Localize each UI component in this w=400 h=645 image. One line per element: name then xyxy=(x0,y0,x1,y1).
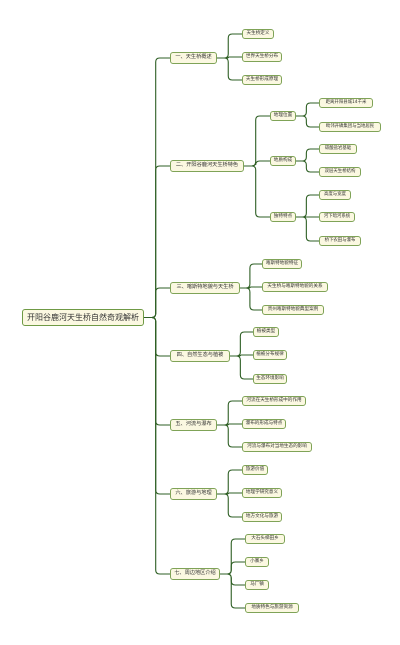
topic-2-1[interactable]: 地理位置 xyxy=(270,111,296,121)
connector-topic-2-3 xyxy=(244,165,270,218)
topic-4-2[interactable]: 植被分布规律 xyxy=(253,350,287,360)
topic-6-1[interactable]: 旅游价值 xyxy=(242,465,268,475)
connector-topic-1-2 xyxy=(217,56,242,59)
connector-topic-7-2 xyxy=(220,561,245,575)
connector-topic-6-1 xyxy=(217,469,242,495)
topic-5-2[interactable]: 瀑布的形成与特点 xyxy=(242,419,286,429)
topic-1-2[interactable]: 世界天生桥分布 xyxy=(242,52,282,62)
connector-topic-5-3 xyxy=(217,424,242,448)
connector-topic-2-1-2 xyxy=(296,115,319,128)
connector-topic-2-3-1 xyxy=(296,194,319,218)
topic-2-2-1[interactable]: 碳酸盐岩基础 xyxy=(319,144,357,154)
connector-topic-2-2-1 xyxy=(296,148,319,162)
topic-2-3-2[interactable]: 河下暗河系统 xyxy=(319,212,355,222)
topic-2-3[interactable]: 独特特点 xyxy=(270,212,296,222)
topic-2-1-2[interactable]: 毗邻开磷集团与当地居民 xyxy=(319,122,381,132)
topic-6-2[interactable]: 地理学研究意义 xyxy=(242,488,282,498)
topic-3-1[interactable]: 喀斯特地貌特征 xyxy=(262,259,302,269)
topic-7-2[interactable]: 小寨乡 xyxy=(245,557,269,567)
connector-branch-7-surroundings xyxy=(144,316,170,575)
topic-5-1[interactable]: 河流在天生桥形成中的作用 xyxy=(242,396,306,406)
topic-7-4[interactable]: 地质特色与旅游资源 xyxy=(245,603,299,613)
connector-topic-2-2-2 xyxy=(296,160,319,173)
topic-2-1-1[interactable]: 距离开阳县城14千米 xyxy=(319,98,373,108)
topic-2-3-1[interactable]: 高度与宽度 xyxy=(319,190,351,200)
branch-4-ecology[interactable]: 四、自然生态与植被 xyxy=(170,350,230,362)
connector-topic-6-3 xyxy=(217,493,242,518)
topic-2-3-3[interactable]: 桥下农田与瀑布 xyxy=(319,236,361,246)
topic-5-3[interactable]: 河流与瀑布对当地生态的影响 xyxy=(242,442,312,452)
topic-4-1[interactable]: 植被类型 xyxy=(253,327,279,337)
connector-topic-2-1 xyxy=(244,115,270,167)
topic-6-3[interactable]: 地方文化与旅游 xyxy=(242,512,282,522)
connector-topic-2-3-3 xyxy=(296,216,319,242)
connector-topic-5-1 xyxy=(217,400,242,426)
connector-topic-4-2 xyxy=(230,354,253,357)
connector-topic-1-3 xyxy=(217,57,242,81)
connector-branch-2-features xyxy=(144,165,170,319)
topic-3-2[interactable]: 天生桥与喀斯特地貌的关系 xyxy=(262,282,328,292)
topic-1-3[interactable]: 天生桥形成原理 xyxy=(242,75,282,85)
branch-5-rivers[interactable]: 五、河流与瀑布 xyxy=(170,419,217,431)
root-node[interactable]: 开阳谷鹿河天生桥自然奇观解析 xyxy=(22,309,144,326)
branch-7-surroundings[interactable]: 七、周边地区介绍 xyxy=(170,568,220,580)
connector-topic-7-1 xyxy=(220,538,245,575)
connector-topic-4-1 xyxy=(230,331,253,357)
connector-topic-3-3 xyxy=(240,287,262,311)
connector-topic-3-2 xyxy=(240,286,262,289)
connector-topic-1-1 xyxy=(217,33,242,59)
connector-topic-6-2 xyxy=(217,492,242,495)
connector-branch-3-karst xyxy=(144,287,170,319)
connector-topic-3-1 xyxy=(240,263,262,289)
topic-7-1[interactable]: 大石头梯田乡 xyxy=(245,534,285,544)
connector-topic-7-4 xyxy=(220,573,245,609)
topic-2-2-2[interactable]: 双层天生桥结构 xyxy=(319,167,361,177)
connector-branch-6-tourism xyxy=(144,316,170,495)
topic-4-3[interactable]: 生态环境影响 xyxy=(253,374,287,384)
branch-3-karst[interactable]: 三、喀斯特地貌与天生桥 xyxy=(170,282,240,294)
connector-topic-2-1-1 xyxy=(296,102,319,117)
connector-topic-4-3 xyxy=(230,355,253,380)
topic-1-1[interactable]: 天生桥定义 xyxy=(242,29,274,39)
topic-7-3[interactable]: 马厂镇 xyxy=(245,580,269,590)
topic-2-2[interactable]: 地质构成 xyxy=(270,156,296,166)
connector-branch-4-ecology xyxy=(144,316,170,357)
connector-branch-1-overview xyxy=(144,57,170,319)
branch-2-features[interactable]: 二、开阳谷鹿河天生桥特色 xyxy=(170,160,244,172)
connector-topic-5-2 xyxy=(217,423,242,426)
connector-topic-2-2 xyxy=(244,160,270,167)
branch-1-overview[interactable]: 一、天生桥概述 xyxy=(170,52,217,64)
connector-branch-5-rivers xyxy=(144,316,170,426)
connector-topic-7-3 xyxy=(220,573,245,586)
topic-3-3[interactable]: 贵州喀斯特地貌典型案例 xyxy=(262,305,324,315)
branch-6-tourism[interactable]: 六、旅游与地理 xyxy=(170,488,217,500)
